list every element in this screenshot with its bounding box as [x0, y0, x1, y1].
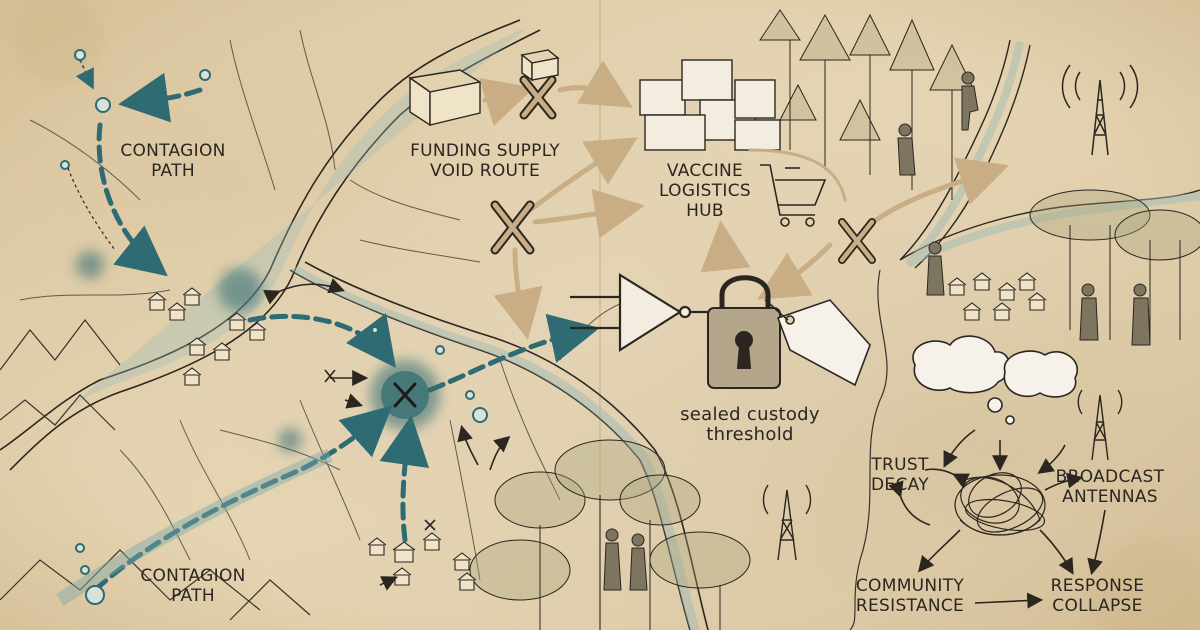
sealed-custody-label: sealed custody threshold [660, 405, 840, 445]
funding-route-label: FUNDING SUPPLY VOID ROUTE [395, 141, 575, 181]
village-icon [147, 287, 267, 386]
label-line: RESPONSE [1050, 576, 1145, 596]
shopping-cart-icon [760, 164, 827, 227]
label-line: LOGISTICS [659, 181, 751, 201]
antenna-icon [1061, 64, 1139, 156]
label-line: PATH [151, 161, 195, 181]
label-line: DECAY [871, 475, 929, 495]
trust-decay-label: TRUST DECAY [855, 455, 945, 495]
label-line: TRUST [871, 455, 929, 475]
label-line: RESISTANCE [855, 596, 965, 616]
label-line: COLLAPSE [1052, 596, 1143, 616]
box-icon [639, 59, 781, 151]
contagion-path-bottom [92, 405, 393, 593]
vaccine-hub-label: VACCINE LOGISTICS HUB [630, 161, 780, 221]
label-line: FUNDING SUPPLY [410, 141, 560, 161]
label-line: sealed custody [680, 404, 820, 425]
label-line: COMMUNITY [855, 576, 965, 596]
label-line: VACCINE [666, 161, 744, 181]
forest-bottom [469, 439, 751, 630]
label-line: VOID ROUTE [430, 161, 540, 181]
padlock-icon [707, 275, 781, 389]
label-line: CONTAGION [120, 141, 226, 161]
tag-icon [764, 299, 871, 387]
broadcast-antennas-label: BROADCAST ANTENNAS [1045, 467, 1175, 507]
thought-cloud-icon [912, 335, 1078, 425]
gate-symbol-icon [570, 273, 712, 352]
mountains [0, 319, 311, 621]
label-line: BROADCAST [1055, 467, 1165, 487]
outbreak-x-icon [393, 382, 417, 408]
contagion-path-bottom-label: CONTAGION PATH [128, 566, 258, 606]
contagion-path-top [96, 122, 168, 277]
contagion-path-top-label: CONTAGION PATH [108, 141, 238, 181]
response-collapse-label: RESPONSE COLLAPSE [1035, 576, 1160, 616]
label-line: PATH [171, 586, 215, 606]
label-line: ANTENNAS [1062, 487, 1158, 507]
village-icon [367, 532, 477, 591]
label-line: threshold [706, 424, 794, 445]
tangle-icon [954, 472, 1046, 536]
forest-right [1029, 189, 1200, 345]
village-icon [947, 272, 1047, 321]
antenna-icon [1077, 389, 1123, 461]
community-resistance-label: COMMUNITY RESISTANCE [845, 576, 975, 616]
box-icon [408, 49, 560, 127]
label-line: CONTAGION [140, 566, 246, 586]
label-line: HUB [686, 201, 724, 221]
antenna-icon [762, 484, 812, 561]
person-icon [603, 71, 1151, 591]
